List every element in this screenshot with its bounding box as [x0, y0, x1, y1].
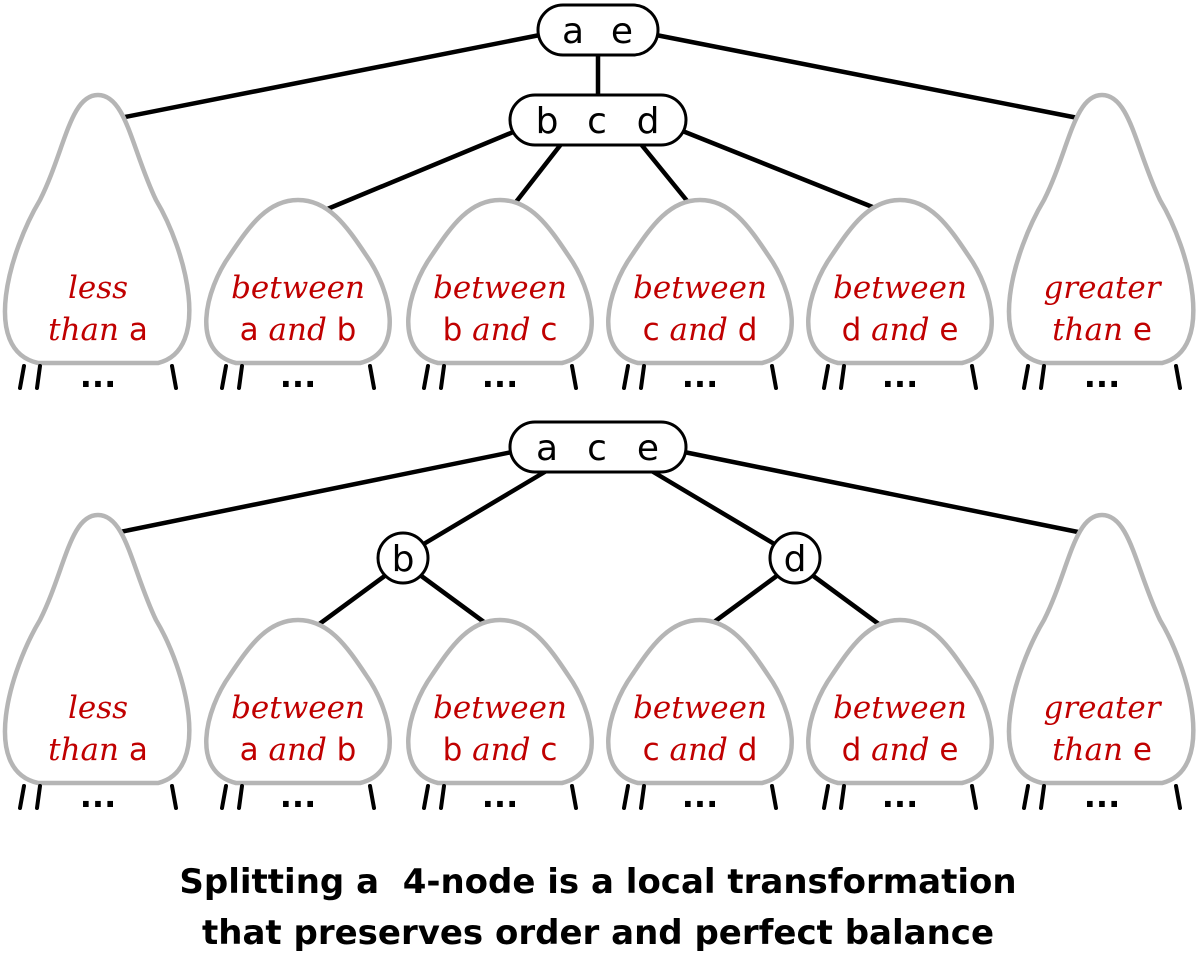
subtree-less-than-a: less than a ... — [2, 512, 192, 815]
subtree-less-than-a: less than a ... — [2, 92, 192, 395]
subtree-label-line2: b and c — [443, 312, 558, 348]
edge-middle-to-bc — [513, 140, 565, 205]
subtree-label-line2: than a — [48, 732, 148, 768]
subtree-greater-than-e: greater than e ... — [1006, 92, 1196, 395]
node-key-b: b — [392, 539, 415, 580]
edge-root-to-less — [117, 32, 543, 121]
root-key-a: a — [562, 11, 584, 52]
subtree-between-d-and-e: between d and e ... — [806, 197, 994, 395]
subtree-label-line1: between — [633, 270, 767, 306]
root-key-c: c — [587, 428, 607, 469]
subtree-between-d-and-e: between d and e ... — [806, 617, 994, 815]
subtree-label-line2: a and b — [240, 312, 357, 348]
subtree-between-c-and-d: between c and d ... — [606, 617, 794, 815]
ellipsis: ... — [80, 777, 116, 815]
subtree-between-b-and-c: between b and c ... — [406, 197, 594, 395]
subtree-label-line1: between — [231, 690, 365, 726]
caption-line2: that preserves order and perfect balance — [202, 913, 994, 953]
bottom-diagram: a c e b d less than a ... between a and — [2, 420, 1196, 815]
ellipsis: ... — [882, 357, 918, 395]
subtree-label-line2: than e — [1052, 312, 1152, 348]
ellipsis: ... — [482, 357, 518, 395]
subtree-label-line2: than e — [1052, 732, 1152, 768]
subtree-label-line2: c and d — [643, 312, 758, 348]
caption-line1: Splitting a 4-node is a local transforma… — [179, 862, 1016, 902]
ellipsis: ... — [482, 777, 518, 815]
four-node-key-b: b — [536, 101, 559, 142]
ellipsis: ... — [882, 777, 918, 815]
subtree-label-line1: between — [433, 690, 567, 726]
node-b: b — [376, 531, 430, 585]
edge-root-to-d — [647, 467, 779, 548]
root-key-a: a — [536, 428, 558, 469]
ellipsis: ... — [1084, 357, 1120, 395]
four-node-key-d: d — [637, 101, 660, 142]
subtree-label-line2: a and b — [240, 732, 357, 768]
ellipsis: ... — [80, 357, 116, 395]
top-diagram: a e b c d less than a ... between a and … — [2, 3, 1196, 395]
subtree-label-line2: c and d — [643, 732, 758, 768]
edge-d-to-de — [809, 572, 883, 628]
subtree-label-line1: greater — [1043, 270, 1162, 306]
caption: Splitting a 4-node is a local transforma… — [179, 862, 1016, 953]
edge-b-to-bc — [417, 572, 491, 628]
subtree-label-line2: than a — [48, 312, 148, 348]
edge-middle-to-de — [677, 127, 883, 213]
subtree-label-line1: between — [231, 270, 365, 306]
edge-b-to-ab — [315, 572, 389, 628]
ellipsis: ... — [1084, 777, 1120, 815]
subtree-label-line1: between — [633, 690, 767, 726]
edge-root-to-greater — [681, 449, 1081, 535]
root-key-e: e — [611, 11, 633, 52]
edge-middle-to-cd — [637, 140, 691, 205]
subtree-between-c-and-d: between c and d ... — [606, 197, 794, 395]
subtree-between-a-and-b: between a and b ... — [204, 197, 392, 395]
subtree-label-line2: b and c — [443, 732, 558, 768]
subtree-label-line2: d and e — [842, 312, 959, 348]
node-d: d — [768, 531, 822, 585]
edge-middle-to-ab — [322, 127, 521, 213]
edge-d-to-cd — [707, 572, 781, 628]
subtree-greater-than-e: greater than e ... — [1006, 512, 1196, 815]
root-node: a c e — [508, 420, 688, 474]
edge-root-to-less — [117, 449, 515, 535]
edge-root-to-greater — [653, 32, 1081, 121]
four-node-key-c: c — [587, 101, 607, 142]
node-key-d: d — [784, 539, 807, 580]
subtree-label-line1: less — [68, 690, 128, 726]
ellipsis: ... — [682, 777, 718, 815]
ellipsis: ... — [280, 777, 316, 815]
subtree-label-line2: d and e — [842, 732, 959, 768]
four-node: b c d — [508, 93, 688, 147]
subtree-label-line1: between — [833, 690, 967, 726]
subtree-label-line1: between — [433, 270, 567, 306]
edge-root-to-b — [419, 467, 551, 548]
subtree-label-line1: less — [68, 270, 128, 306]
root-key-e: e — [637, 428, 659, 469]
ellipsis: ... — [682, 357, 718, 395]
subtree-between-b-and-c: between b and c ... — [406, 617, 594, 815]
subtree-label-line1: between — [833, 270, 967, 306]
subtree-label-line1: greater — [1043, 690, 1162, 726]
root-node: a e — [536, 3, 660, 57]
ellipsis: ... — [280, 357, 316, 395]
subtree-between-a-and-b: between a and b ... — [204, 617, 392, 815]
